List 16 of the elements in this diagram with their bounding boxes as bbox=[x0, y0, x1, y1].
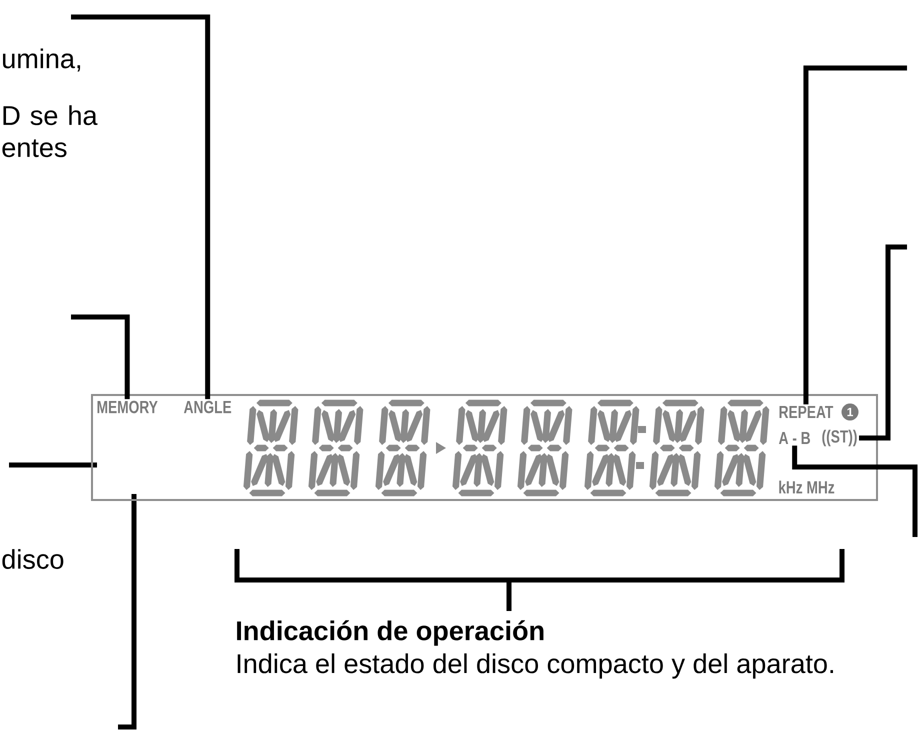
leader-line bbox=[71, 14, 210, 400]
description-text: umina, bbox=[3, 48, 80, 72]
indicator-label: REPEAT bbox=[780, 406, 834, 418]
indicator-label: ANGLE bbox=[184, 400, 232, 414]
indicator-label: ((ST)) bbox=[822, 430, 857, 446]
indicator-label: A - B bbox=[778, 432, 810, 444]
circled-number: 1 bbox=[842, 404, 858, 420]
description-text: disco bbox=[2, 549, 64, 569]
leader-line bbox=[71, 314, 130, 400]
description-text: D se ha entes bbox=[2, 105, 98, 158]
description-text: Indica el estado del disco compacto y del aparato. bbox=[238, 653, 834, 679]
heading: Indicación de operación bbox=[237, 620, 544, 646]
indicator-label: MEMORY bbox=[98, 400, 158, 414]
leader-line bbox=[792, 446, 918, 537]
leader-line bbox=[803, 66, 907, 404]
leader-line bbox=[859, 244, 907, 440]
